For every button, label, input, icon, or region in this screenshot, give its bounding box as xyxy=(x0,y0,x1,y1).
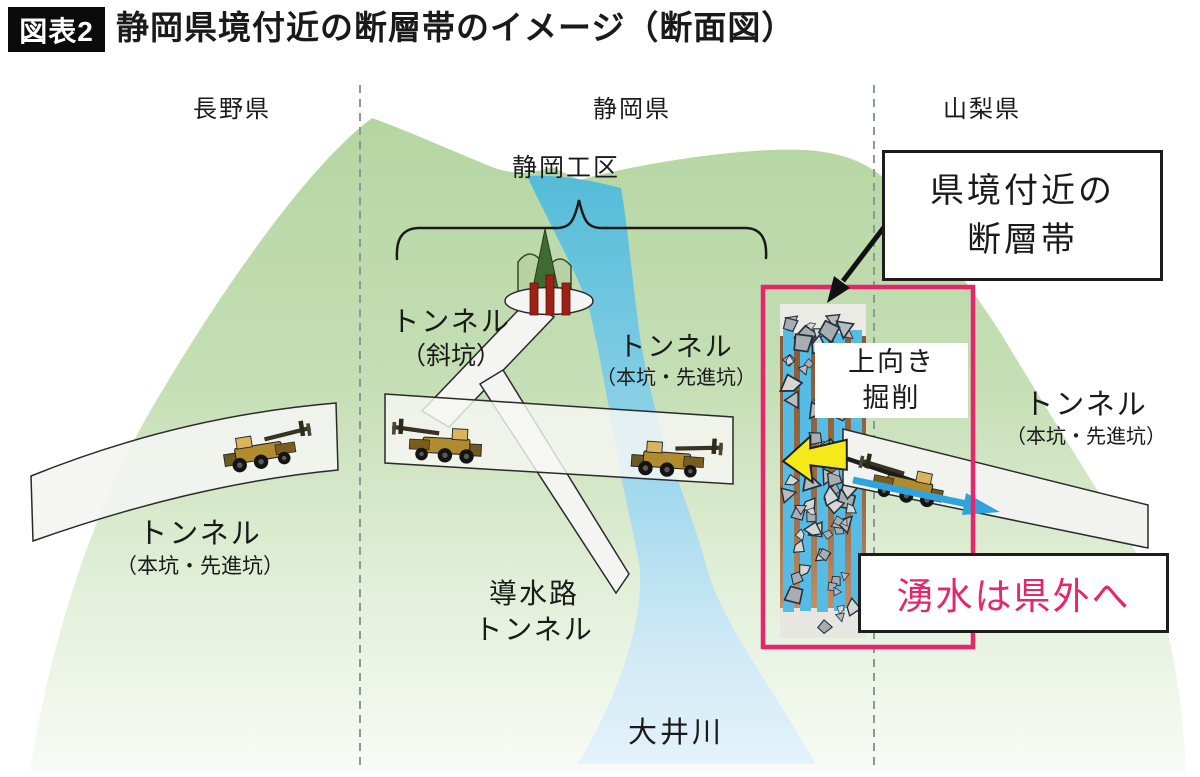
fault-callout-arrow xyxy=(827,220,890,303)
fault-callout-box: 県境付近の 断層帯 xyxy=(882,150,1163,281)
tunnel-incline-label: トンネル （斜坑） xyxy=(391,306,510,371)
upward-excavation-line2: 掘削 xyxy=(862,382,921,413)
river-label: 大井川 xyxy=(627,717,725,749)
spring-water-text: 湧水は県外へ xyxy=(896,576,1131,617)
upward-excavation-box: 上向き 掘削 xyxy=(815,343,968,418)
prefecture-label-nagano: 長野県 xyxy=(193,96,271,123)
fault-callout-line1: 県境付近の xyxy=(930,172,1115,211)
fault-highlight-box xyxy=(760,284,976,650)
tunnel-main-right-line1: トンネル xyxy=(1024,389,1148,421)
excavation-direction-arrow xyxy=(781,433,848,485)
figure-badge: 図表2 xyxy=(8,7,105,52)
tunnel-main-right-label: トンネル （本坑・先進坑） xyxy=(1006,389,1166,449)
figure-title: 静岡県境付近の断層帯のイメージ（断面図） xyxy=(116,9,796,46)
prefecture-label-yamanashi: 山梨県 xyxy=(943,96,1021,123)
tunnel-main-left-line1: トンネル xyxy=(138,518,262,550)
tunnel-main-center-label: トンネル （本坑・先進坑） xyxy=(596,332,756,390)
tunnel-incline-line2: （斜坑） xyxy=(400,342,502,371)
spring-water-box: 湧水は県外へ xyxy=(858,553,1169,633)
tunnel-main-center-line2: （本坑・先進坑） xyxy=(596,367,756,390)
tunnel-incline-line1: トンネル xyxy=(391,306,511,337)
conduit-line2: トンネル xyxy=(474,614,594,646)
tunnel-main-right-line2: （本坑・先進坑） xyxy=(1006,426,1166,449)
conduit-tunnel-label: 導水路 トンネル xyxy=(474,578,593,646)
vent-shafts xyxy=(529,274,571,316)
prefecture-label-shizuoka: 静岡県 xyxy=(593,96,671,123)
tunnel-main-center-line1: トンネル xyxy=(618,332,734,362)
shizuoka-section-brace xyxy=(395,199,768,261)
upward-excavation-line1: 上向き xyxy=(848,347,935,378)
shizuoka-section-label: 静岡工区 xyxy=(511,154,621,182)
fault-callout-line2: 断層帯 xyxy=(967,220,1078,259)
tunnel-main-left-label: トンネル （本坑・先進坑） xyxy=(116,518,284,579)
tunnel-main-left-line2: （本坑・先進坑） xyxy=(116,555,284,579)
conduit-line1: 導水路 xyxy=(488,578,580,609)
tunnel-band-left xyxy=(30,402,339,543)
